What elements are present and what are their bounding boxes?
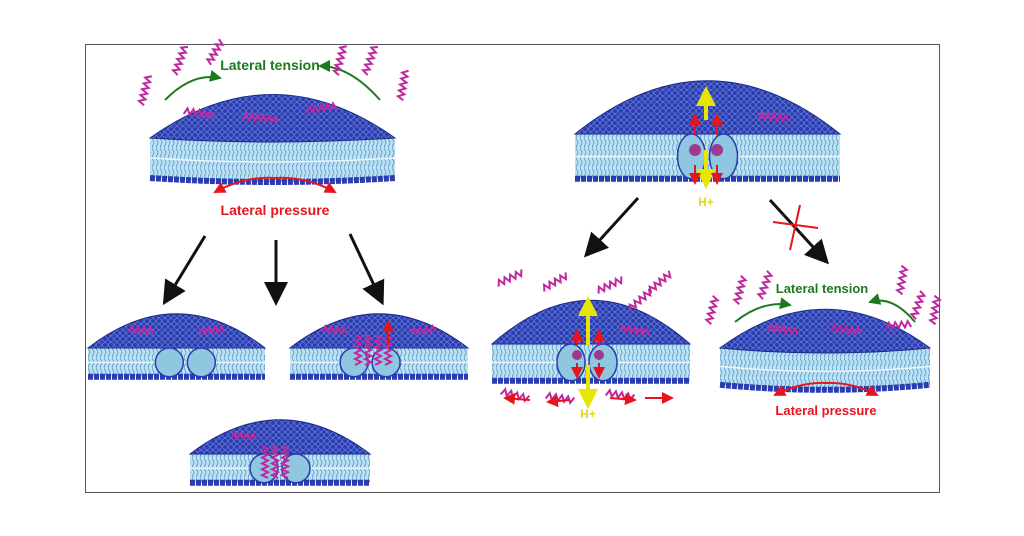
head-group-cap: [490, 299, 692, 345]
process-arrow: [583, 196, 640, 258]
toroidal-pore-right: [708, 133, 739, 180]
toroidal-pore-left: [339, 347, 369, 378]
helix-peptide: [928, 294, 942, 326]
bilayer-midplane: [719, 365, 931, 373]
toroidal-pore-left: [556, 343, 586, 382]
helix-peptide: [885, 319, 913, 331]
head-group-cap: [718, 308, 932, 354]
lateral-tension-arrow: [868, 293, 916, 323]
lateral-pressure-arrow: [825, 381, 879, 396]
helix-peptide: [198, 324, 226, 336]
toroidal-pore-right: [186, 347, 217, 378]
helix-peptide: [497, 269, 523, 287]
toroidal-pore-right: [281, 453, 311, 484]
helix-peptide: [732, 274, 748, 306]
helix-peptide: [182, 106, 215, 120]
helix-peptide: [628, 288, 652, 312]
helix-peptide: [269, 445, 281, 479]
helix-peptide: [766, 322, 799, 337]
helix-peptide: [410, 324, 438, 336]
helix-peptide: [279, 445, 291, 479]
figure-frame: [85, 44, 940, 493]
helix-peptide: [331, 45, 348, 77]
bilayer-midplane: [149, 157, 396, 163]
helix-peptide: [756, 270, 774, 300]
helix-peptide: [362, 334, 374, 366]
helix-peptide: [648, 270, 672, 294]
process-arrow: [162, 235, 207, 306]
helix-peptide: [597, 276, 623, 294]
helix-peptide: [618, 323, 650, 337]
helix-peptide: [909, 290, 927, 320]
process-arrow: [348, 233, 385, 306]
toroidal-pore-right: [588, 343, 618, 382]
membrane: [188, 419, 372, 486]
helix-peptide: [372, 334, 384, 366]
proton-label: H+: [698, 195, 714, 209]
toroidal-pore-left: [676, 133, 707, 180]
helix-peptide: [230, 430, 258, 442]
helix-peptide: [127, 324, 155, 336]
bottom-head-groups: [719, 381, 931, 393]
pore-ion: [711, 144, 723, 156]
helix-peptide: [895, 264, 909, 296]
lateral-tension-arrow: [164, 70, 222, 101]
lateral-tension-arrow: [318, 60, 381, 101]
helix-peptide: [360, 45, 379, 76]
lateral-pressure-arrow: [274, 176, 337, 193]
lateral-pressure-label: Lateral pressure: [775, 403, 876, 418]
lipid-tails: [150, 138, 395, 182]
pore-ion: [572, 350, 582, 360]
helix-peptide: [205, 38, 225, 66]
membrane: [86, 313, 267, 380]
bottom-head-groups: [149, 175, 396, 185]
helix-peptide: [829, 323, 862, 336]
membrane: [148, 94, 397, 185]
lateral-flow-arrow: [546, 395, 571, 408]
membrane: [490, 299, 692, 384]
head-group-cap: [288, 313, 470, 349]
helix-peptide: [704, 294, 720, 326]
lateral-tension-label: Lateral tension: [220, 57, 320, 73]
helix-peptide: [542, 272, 568, 292]
pore-ion: [594, 350, 604, 360]
lateral-tension-arrow: [734, 297, 792, 323]
process-arrow: [768, 198, 830, 265]
lateral-pressure-label: Lateral pressure: [221, 202, 330, 218]
lipid-tails: [720, 348, 930, 390]
helix-peptide: [170, 45, 189, 76]
proton-label: H+: [580, 407, 596, 421]
blocked-cross-icon: [772, 204, 819, 251]
lateral-tension-label: Lateral tension: [776, 281, 869, 296]
pore-ion: [689, 144, 701, 156]
helix-peptide: [259, 445, 271, 479]
helix-peptide: [352, 334, 364, 366]
helix-peptide: [306, 101, 338, 115]
lateral-flow-arrow: [609, 393, 637, 406]
membrane: [718, 308, 932, 393]
lateral-pressure-arrow: [773, 381, 827, 396]
helix-peptide: [136, 75, 153, 107]
lateral-pressure-arrow: [213, 176, 276, 193]
head-group-cap: [86, 313, 267, 349]
head-group-cap: [148, 94, 397, 143]
helix-peptide: [241, 111, 279, 125]
helix-peptide: [395, 69, 410, 102]
helix-peptide: [757, 110, 790, 124]
lateral-flow-arrow: [503, 392, 531, 405]
helix-peptide: [320, 324, 348, 336]
head-group-cap: [188, 419, 372, 455]
toroidal-pore-left: [154, 347, 185, 378]
